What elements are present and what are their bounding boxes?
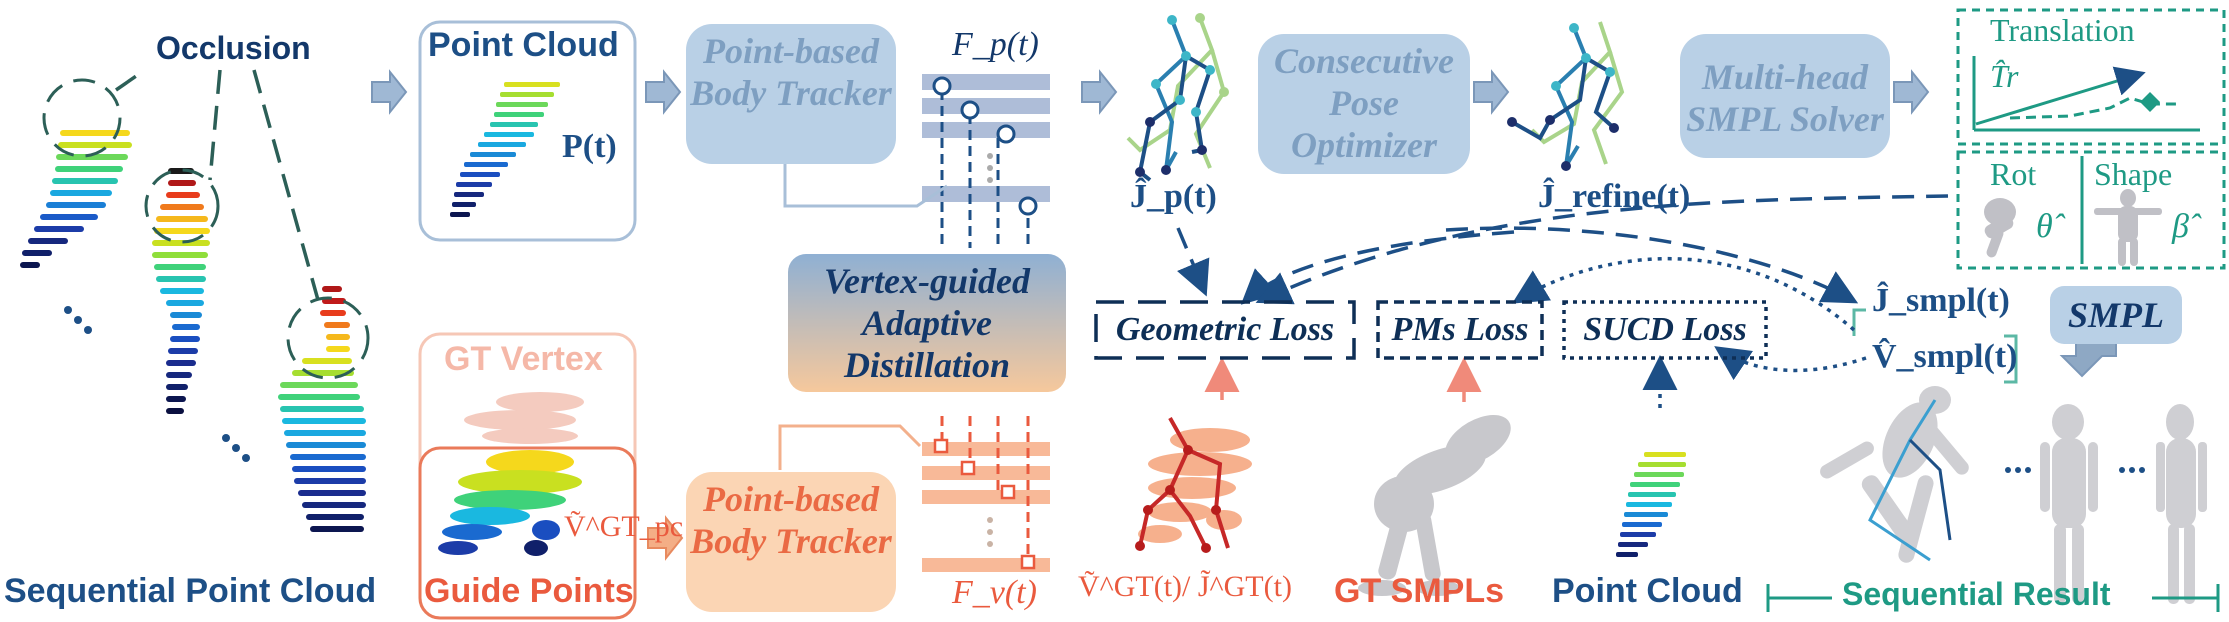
shape-figure <box>2094 189 2162 266</box>
gt-smpls-label: GT SMPLs <box>1334 572 1505 610</box>
tracker-top-label: Point-based Body Tracker <box>690 31 892 113</box>
chevron-arrow-3 <box>1081 69 1118 115</box>
rot-label: Rot <box>1990 156 2037 192</box>
vad-label: Vertex-guided Adaptive Distillation <box>824 261 1030 385</box>
tr-label: T̂r <box>1990 58 2019 94</box>
guide-points-label: Guide Points <box>424 572 634 610</box>
point-cloud-bottom-graphic <box>1616 452 1686 557</box>
guide-points-cloud <box>438 450 582 556</box>
fv-feature-stack <box>922 416 1050 572</box>
pms-loss-box <box>1376 300 1544 360</box>
sequential-result-bracket <box>1766 584 2220 612</box>
rot-shape-box <box>1956 150 2226 270</box>
jv-bracket <box>1852 308 2018 384</box>
smpl-box <box>2050 286 2182 344</box>
smpl-label: SMPL <box>2067 295 2164 335</box>
point-cloud-box <box>418 20 637 242</box>
cpo-label: Consecutive Pose Optimizer <box>1274 41 1454 165</box>
vgt-pc-label: Ṽ^GT_pc <box>564 510 684 543</box>
fp-feature-stack <box>922 74 1050 248</box>
chevron-arrow-2 <box>645 69 682 115</box>
solver-box <box>1680 34 1890 158</box>
tracker-bottom-connector <box>778 424 922 470</box>
pms-loss-label: PMs Loss <box>1391 311 1529 348</box>
gt-smpl-figure <box>1358 415 1511 596</box>
skeleton-jrefine <box>1507 21 1625 171</box>
point-cloud-frame-2 <box>152 168 210 414</box>
tracker-top-box <box>686 24 896 164</box>
tracker-bottom-label: Point-based Body Tracker <box>690 479 892 561</box>
rot-figure <box>1984 198 2016 258</box>
cpo-box <box>1258 34 1470 174</box>
fv-label: F_v(t) <box>952 574 1037 611</box>
fp-label: F_p(t) <box>952 26 1039 63</box>
sequential-point-cloud-label: Sequential Point Cloud <box>4 572 377 610</box>
beta-label: β̂ <box>2172 208 2189 245</box>
occlusion-label: Occlusion <box>156 30 311 66</box>
sequential-point-cloud-graphic <box>20 69 370 532</box>
tracker-top-connector <box>783 160 948 208</box>
theta-label: θ̂ <box>2036 208 2053 245</box>
translation-box <box>1956 8 2226 146</box>
chevron-arrow-4 <box>1473 69 1510 115</box>
skeleton-jp <box>1126 13 1229 182</box>
sequential-result-label: Sequential Result <box>1842 576 2111 612</box>
translation-label: Translation <box>1990 12 2135 48</box>
point-cloud-mini <box>450 82 560 217</box>
vgt-jgt-label: Ṽ^GT(t)/ J̃^GT(t) <box>1078 570 1292 603</box>
geometric-loss-label: Geometric Loss <box>1115 311 1335 348</box>
gt-vertex-label: GT Vertex <box>444 340 603 378</box>
tracker-bottom-box <box>686 472 896 612</box>
point-cloud-title: Point Cloud <box>428 26 619 64</box>
sucd-loss-box <box>1562 300 1768 360</box>
guide-points-box <box>418 446 637 620</box>
flow-chevrons <box>371 69 2117 378</box>
jp-label: Ĵ_p(t) <box>1130 178 1217 215</box>
sucd-loss-label: SUCD Loss <box>1583 311 1747 348</box>
jrefine-label: Ĵ_refine(t) <box>1538 178 1691 215</box>
point-cloud-bottom-label: Point Cloud <box>1552 572 1743 610</box>
vsmpl-label: V̂_smpl(t) <box>1872 338 2018 375</box>
point-cloud-frame-1 <box>20 130 132 268</box>
geometric-loss-box <box>1094 300 1356 360</box>
jsmpl-label: Ĵ_smpl(t) <box>1872 282 2010 319</box>
loss-arrows <box>1176 194 1949 408</box>
solver-label: Multi-head SMPL Solver <box>1686 57 1884 139</box>
chevron-arrow-6 <box>2059 338 2117 378</box>
gt-vertex-cloud <box>464 392 584 444</box>
pt-label: P(t) <box>562 128 617 165</box>
skeleton-gt <box>1135 417 1252 553</box>
chevron-arrow-guide <box>647 515 684 561</box>
point-cloud-frame-3 <box>278 286 366 532</box>
chevron-arrow-5 <box>1893 69 1930 115</box>
sequential-result-figures <box>1820 386 2207 604</box>
chevron-arrow-1 <box>371 69 408 115</box>
shape-label: Shape <box>2094 156 2173 192</box>
vad-box <box>788 254 1066 392</box>
